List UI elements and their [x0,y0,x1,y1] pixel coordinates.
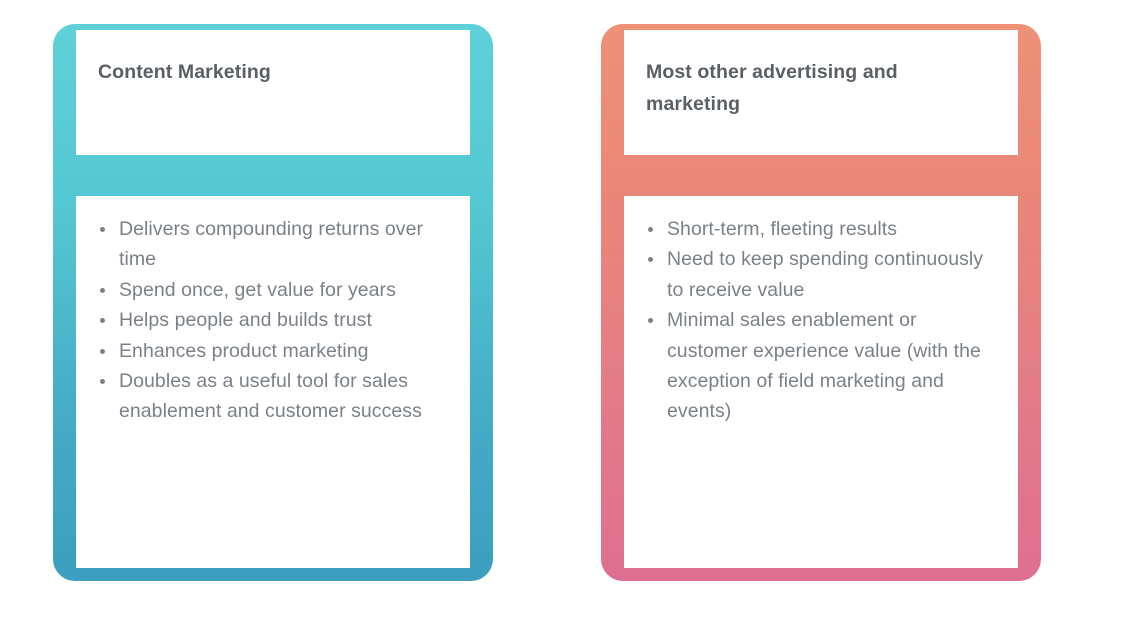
card-title: Content Marketing [98,61,271,83]
list-item: Helps people and builds trust [96,305,450,335]
benefit-list: Delivers compounding returns over time S… [96,214,450,427]
card-header-panel: Most other advertising and marketing [624,30,1018,155]
list-item: Doubles as a useful tool for sales enabl… [96,366,450,427]
card-header-panel: Content Marketing [76,30,470,155]
drawback-list: Short-term, fleeting results Need to kee… [644,214,998,427]
card-body-panel: Short-term, fleeting results Need to kee… [624,196,1018,568]
list-item: Minimal sales enablement or customer exp… [644,305,998,427]
list-item: Short-term, fleeting results [644,214,998,244]
card-body-panel: Delivers compounding returns over time S… [76,196,470,568]
list-item: Enhances product marketing [96,336,450,366]
comparison-card-other-advertising: Most other advertising and marketing Sho… [601,24,1041,581]
comparison-card-content-marketing: Content Marketing Delivers compounding r… [53,24,493,581]
card-title: Most other advertising and marketing [646,61,898,115]
list-item: Delivers compounding returns over time [96,214,450,275]
list-item: Need to keep spending continuously to re… [644,244,998,305]
list-item: Spend once, get value for years [96,275,450,305]
